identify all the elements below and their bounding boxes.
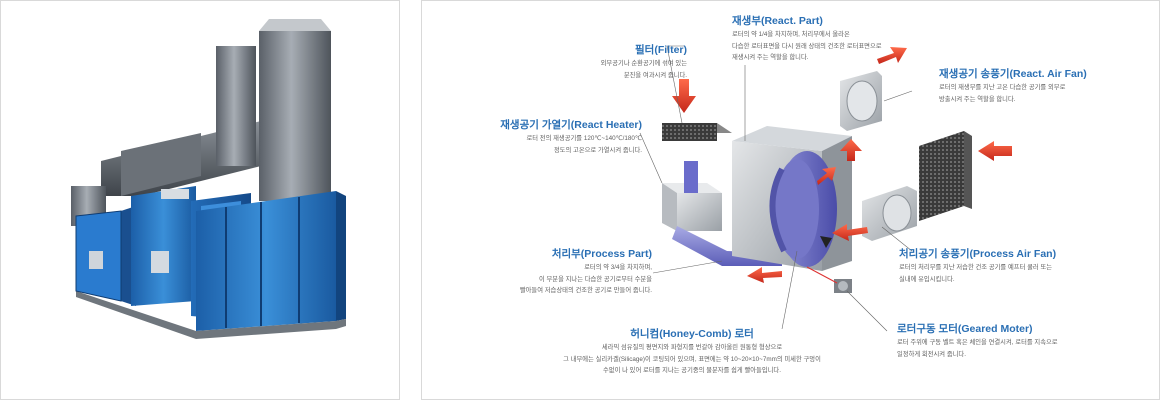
react-part-desc-line-2: 다습한 로터표면을 다시 원래 상태의 건조한 로터표면으로 [732,42,882,50]
process-part-title: 처리부(Process Part) [551,248,652,260]
process-air-fan-desc-line-1: 로터의 처리부를 지난 저습한 건조 공기를 예프터 쿨러 또는 [899,264,1053,271]
filter-desc-line-2: 분진을 여과시켜 줍니다. [623,71,687,79]
react-heater-desc-line-1: 로터 전의 재생공기를 120℃~140℃/180℃ [526,135,642,142]
filter-desc-line-1: 외부공기나 순환공기에 섞여 있는 [600,60,687,67]
react-heater-title: 재생공기 가열기(React Heater) [500,119,642,131]
react-air-fan-desc-line-2: 방출시켜 주는 역할을 합니다. [939,95,1016,103]
label-process-air-fan: 처리공기 송풍기(Process Air Fan) 로터의 처리부를 지난 저습… [899,248,1129,284]
label-react-air-fan: 재생공기 송풍기(React. Air Fan) 로터의 재생부를 지난 고온 … [939,68,1154,104]
mesh-filter-right-graphic [919,131,972,221]
airflow-arrow-process-out [832,224,868,241]
label-process-part: 처리부(Process Part) 로터의 약 3/4을 차지하며, 이 부분을… [472,248,652,296]
process-part-desc-line-3: 빨아들여 저습상태의 건조한 공기로 만들어 줍니다. [519,287,652,294]
airflow-arrow-process-bottom [747,267,782,283]
rotor-diagram-illustration [639,45,1012,332]
dehumidifier-unit-illustration [71,19,346,339]
label-react-part: 재생부(React. Part) 로터의 약 1/4을 차지하며, 처리부에서 … [732,15,932,63]
geared-motor-graphic [806,266,852,293]
process-part-desc-line-1: 로터의 약 3/4을 차지하며, [584,264,652,271]
honeycomb-desc-line-2: 그 내부에는 실리카겔(Silicage)이 코팅되어 있으며, 표면에는 약 … [563,355,821,363]
filter-pad-graphic [662,123,732,141]
process-part-desc-line-2: 이 부분을 지나는 다습한 공기로부터 수분을 [538,275,652,283]
unit-photo-panel [0,0,400,400]
heater-box-graphic [662,161,722,231]
airflow-arrow-react-upper [817,167,836,185]
airflow-arrow-react-up [840,139,862,161]
leader-lines [639,45,913,332]
rotor-housing-graphic [732,126,852,271]
honeycomb-desc-line-1: 세라믹 섬유질의 평면지와 파형지를 번갈아 감아올린 원통형 형상으로 [601,344,783,351]
airflow-arrow-filter-down [672,79,696,113]
label-geared-motor: 로터구동 모터(Geared Moter) 로터 주위에 구동 벨트 혹은 체인… [897,323,1127,359]
react-air-fan-title: 재생공기 송풍기(React. Air Fan) [939,68,1087,80]
react-part-desc-line-1: 로터의 약 1/4을 차지하며, 처리부에서 올라온 [732,31,850,38]
process-air-fan-title: 처리공기 송풍기(Process Air Fan) [899,248,1057,260]
react-part-desc-line-3: 재생시켜 주는 역할을 합니다. [732,54,809,61]
filter-title: 필터(Filter) [635,44,687,56]
process-air-fan-desc-line-2: 실내에 유입시킵니다. [899,275,955,283]
geared-motor-desc-line-1: 로터 주위에 구동 벨트 혹은 체인을 연결시켜, 로터를 지속으로 [897,339,1058,346]
geared-motor-title: 로터구동 모터(Geared Moter) [897,323,1033,335]
airflow-arrow-react-out [877,47,907,64]
label-honeycomb-rotor: 허니컴(Honey-Comb) 로터 세라믹 섬유질의 평면지와 파형지를 번갈… [542,328,842,376]
geared-motor-desc-line-2: 일정하게 회전시켜 줍니다. [897,350,966,358]
react-air-fan-desc-line-1: 로터의 재생부를 지난 고온 다습한 공기를 외부로 [939,84,1066,91]
react-part-title: 재생부(React. Part) [732,15,823,27]
process-fan-graphic [862,186,917,241]
react-heater-desc-line-2: 정도의 고온으로 가열시켜 줍니다. [553,146,642,154]
label-filter: 필터(Filter) 외부공기나 순환공기에 섞여 있는 분진을 여과시켜 줍니… [517,44,687,80]
honeycomb-title: 허니컴(Honey-Comb) 로터 [630,328,754,340]
react-fan-graphic [840,71,882,131]
label-react-heater: 재생공기 가열기(React Heater) 로터 전의 재생공기를 120℃~… [462,119,642,155]
honeycomb-desc-line-3: 수없이 나 있어 로터를 지나는 공기중의 물분자를 쉽게 빨아들입니다. [603,367,781,374]
diagram-panel: 필터(Filter) 외부공기나 순환공기에 섞여 있는 분진을 여과시켜 줍니… [421,0,1160,400]
airflow-arrow-process-in [978,141,1012,161]
